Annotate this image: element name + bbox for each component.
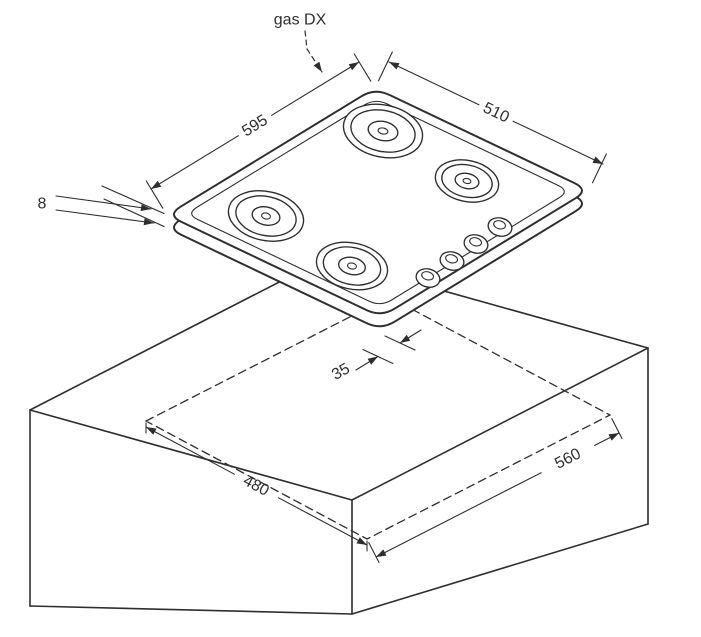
- worktop-cutout-dashed-outline: [144, 296, 612, 540]
- cutout-width-dimension: [368, 418, 623, 564]
- arrowhead: [146, 427, 157, 435]
- arrowhead: [143, 218, 154, 226]
- extension-line: [103, 198, 165, 228]
- cabinet-top-back-left-edge: [29, 257, 327, 411]
- burner-front-center: [315, 241, 389, 291]
- extension-tick: [353, 53, 372, 82]
- front-offset-label: 35: [329, 360, 353, 384]
- control-knob-3: [439, 251, 465, 271]
- hob-height-label: 8: [38, 196, 47, 213]
- cutout-depth-dimension: [145, 422, 368, 552]
- gas-connection-label: gas DX: [274, 12, 327, 29]
- burner-right: [434, 159, 500, 203]
- arrowhead: [151, 180, 162, 189]
- arrowhead: [608, 433, 619, 441]
- knob-cap: [445, 254, 458, 264]
- gas-hob: [173, 90, 583, 328]
- burner-center: [377, 127, 389, 135]
- control-knob-1: [487, 217, 513, 237]
- gas-connection-leader: [304, 30, 323, 73]
- cutout-width-label: 560: [552, 445, 584, 472]
- arrowhead: [348, 62, 359, 71]
- arrowhead: [313, 61, 322, 72]
- cabinet-top-front-left-edge: [29, 409, 353, 501]
- knob-cap: [493, 220, 506, 230]
- hob-depth-label: 510: [480, 100, 512, 127]
- burner-mid-ring: [322, 246, 382, 286]
- arrowhead: [356, 537, 367, 545]
- extension-line: [101, 185, 165, 215]
- front-offset-dimension: [355, 329, 422, 371]
- hob-inner-rim: [191, 100, 565, 305]
- dim-line: [278, 497, 368, 546]
- hob-width-label: 595: [239, 112, 271, 140]
- burner-cap: [251, 206, 281, 226]
- arrowhead: [140, 204, 151, 212]
- burner-left: [227, 190, 305, 242]
- burner-mid-ring: [441, 163, 493, 199]
- cabinet-outline: [29, 257, 649, 615]
- burner-center: [347, 262, 357, 270]
- burner-cap: [367, 120, 399, 142]
- burner-center: [261, 212, 271, 220]
- hob-height-dimension: [55, 185, 165, 228]
- leader-line: [55, 195, 152, 210]
- burner-back-center: [342, 103, 424, 159]
- leader-line: [55, 209, 155, 224]
- extension-tick: [145, 180, 164, 209]
- arrowhead: [400, 334, 411, 343]
- dim-line: [512, 120, 604, 165]
- cabinet-top-front-right-edge: [351, 347, 649, 501]
- knob-cap: [421, 271, 434, 281]
- dim-line: [388, 61, 480, 106]
- burner-center: [462, 177, 472, 185]
- arrowhead: [376, 549, 387, 557]
- hob-depth-dimension: [377, 51, 607, 184]
- burner-mid-ring: [235, 195, 297, 237]
- control-knob-4: [415, 268, 441, 288]
- burner-cap: [338, 256, 366, 276]
- cabinet-bottom-right-edge: [351, 523, 649, 615]
- hob-top-surface: [173, 90, 583, 315]
- knob-cap: [469, 237, 482, 247]
- extension-tick: [611, 418, 623, 440]
- extension-tick: [368, 542, 380, 564]
- dim-line: [145, 426, 235, 475]
- burner-mid-ring: [350, 109, 416, 153]
- arrowhead: [389, 62, 400, 70]
- extension-tick: [591, 153, 607, 184]
- extension-tick: [377, 51, 393, 82]
- arrowhead: [367, 356, 378, 365]
- dim-line: [271, 61, 360, 116]
- arrowhead: [592, 156, 603, 164]
- dim-line: [375, 472, 542, 558]
- control-knob-2: [463, 234, 489, 254]
- hob-width-dimension: [145, 53, 372, 209]
- cabinet-bottom-left-edge: [29, 605, 353, 615]
- dim-line: [150, 135, 239, 190]
- burner-cap: [454, 172, 480, 190]
